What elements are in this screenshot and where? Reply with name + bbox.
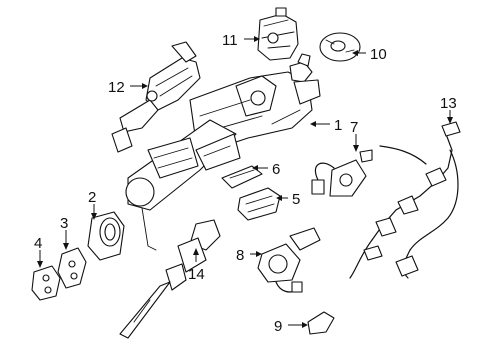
- svg-text:11: 11: [222, 32, 238, 49]
- part-4-bracket: [31, 265, 61, 301]
- callout-6: 6: [252, 161, 280, 178]
- svg-text:7: 7: [350, 119, 358, 136]
- callout-8: 8: [236, 247, 262, 264]
- part-2-sleeve: [87, 211, 125, 261]
- svg-text:13: 13: [440, 95, 457, 112]
- part-3-housing: [57, 247, 87, 289]
- part-8-ignition: [257, 227, 321, 293]
- svg-text:5: 5: [292, 191, 300, 208]
- callout-11: 11: [222, 32, 260, 49]
- callout-1: 1: [310, 117, 342, 134]
- part-6-bracket: [221, 165, 263, 189]
- svg-text:2: 2: [88, 189, 96, 206]
- callout-5: 5: [276, 191, 300, 208]
- part-13-harness: [349, 121, 461, 279]
- part-14-shaft: [119, 219, 221, 339]
- part-12-motor: [111, 41, 201, 153]
- callout-13: 13: [440, 95, 457, 124]
- part-5-module: [237, 187, 281, 221]
- svg-text:6: 6: [272, 161, 280, 178]
- callout-10: 10: [352, 46, 387, 63]
- callout-3: 3: [60, 215, 69, 250]
- svg-text:9: 9: [274, 318, 282, 335]
- svg-text:10: 10: [370, 46, 387, 63]
- svg-text:1: 1: [334, 117, 342, 134]
- callout-4: 4: [34, 235, 43, 268]
- callout-7: 7: [350, 119, 359, 152]
- part-7-switch: [311, 149, 373, 197]
- callout-12: 12: [108, 79, 148, 96]
- svg-text:8: 8: [236, 247, 244, 264]
- part-10-plate: [319, 32, 361, 62]
- callout-2: 2: [88, 189, 97, 220]
- callout-14: 14: [188, 248, 205, 283]
- svg-text:4: 4: [34, 235, 42, 252]
- svg-text:3: 3: [60, 215, 68, 232]
- part-11-bracket: [257, 7, 299, 61]
- svg-text:14: 14: [188, 266, 205, 283]
- column-tube: [125, 119, 241, 251]
- part-9-clip: [307, 311, 335, 335]
- callout-9: 9: [274, 318, 308, 335]
- svg-text:12: 12: [108, 79, 125, 96]
